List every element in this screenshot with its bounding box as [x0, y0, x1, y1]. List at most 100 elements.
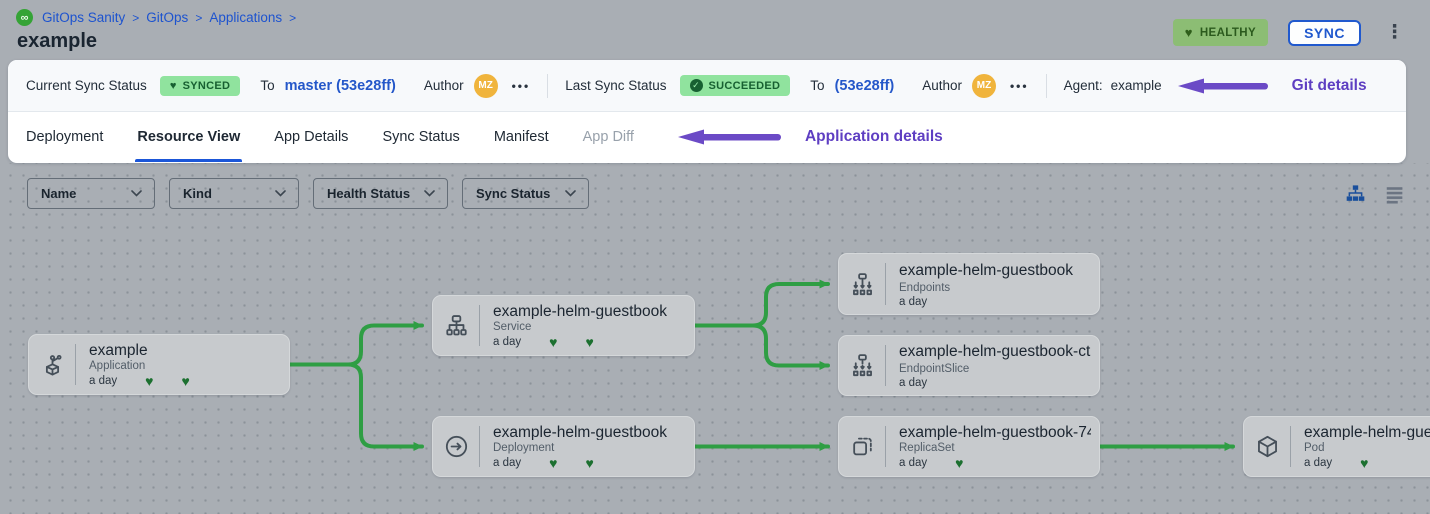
more-options-icon[interactable]: ••• [1009, 78, 1029, 93]
node-age: a day [899, 377, 928, 389]
node-divider [1290, 426, 1291, 467]
application-details-annotation: Application details [677, 128, 943, 146]
succeeded-badge-label: SUCCEEDED [708, 79, 781, 92]
tabs-bar: Deployment Resource View App Details Sync S… [8, 112, 1406, 162]
filter-dropdown-kind[interactable]: Kind [169, 178, 299, 209]
tree-view-icon[interactable] [1344, 183, 1367, 206]
endpointslice-icon [839, 336, 885, 395]
synced-badge: ♥ SYNCED [159, 75, 241, 96]
avatar: MZ [473, 73, 498, 98]
node-kind: Application [89, 360, 146, 372]
breadcrumb-separator: > [132, 10, 140, 25]
header-actions: ♥ HEALTHY SYNC ⋮ [1172, 19, 1408, 46]
agent-info: Agent: example [1064, 78, 1162, 93]
heart-icon: ♥ [181, 373, 190, 389]
node-divider [75, 344, 76, 385]
sync-button[interactable]: SYNC [1288, 19, 1361, 46]
node-age: a day [493, 336, 522, 348]
node-title: example-helm-guestbook-ct... [899, 343, 1091, 360]
service-icon [433, 296, 479, 355]
node-kind: ReplicaSet [899, 442, 955, 454]
filter-label: Health Status [327, 186, 411, 201]
last-revision-link[interactable]: (53e28ff) [834, 77, 895, 94]
heart-icon: ♥ [169, 79, 177, 92]
endpoints-icon [839, 254, 885, 314]
node-divider [885, 263, 886, 305]
chevron-down-icon [424, 190, 435, 197]
tab-sync-status[interactable]: Sync Status [382, 129, 460, 145]
node-title: example-helm-guestbook [899, 261, 1074, 279]
tab-app-details[interactable]: App Details [274, 129, 349, 145]
current-revision-link[interactable]: master (53e28ff) [284, 77, 396, 94]
node-title: example-helm-guestbook [493, 303, 668, 319]
filter-dropdown-name[interactable]: Name [27, 178, 155, 209]
kebab-menu-icon[interactable]: ⋮ [1385, 22, 1404, 43]
node-divider [885, 426, 886, 467]
resource-node-endpointslice[interactable]: example-helm-guestbook-ct... EndpointSlic… [838, 335, 1100, 396]
last-sync-status-label: Last Sync Status [565, 78, 667, 93]
sync-status-bar: Current Sync Status ♥ SYNCED To master (… [8, 60, 1406, 112]
application-details-label: Application details [804, 128, 943, 145]
tab-manifest[interactable]: Manifest [493, 129, 549, 145]
breadcrumb: ∞GitOps Sanity>GitOps>Applications> [16, 9, 296, 26]
tab-deployment[interactable]: Deployment [26, 129, 104, 145]
node-divider [885, 345, 886, 386]
node-title: example-helm-guest [1304, 424, 1430, 440]
node-title: example-helm-guestbook-74... [899, 424, 1091, 440]
filter-bar: Name Kind Health Status Sync Status [27, 178, 589, 209]
gitops-logo: ∞ [16, 9, 33, 26]
succeeded-badge: ✓ SUCCEEDED [679, 75, 791, 96]
tab-resource-view[interactable]: Resource View [135, 112, 243, 162]
heart-icon: ♥ [585, 334, 594, 350]
page-title: example [17, 30, 98, 52]
filter-dropdown-health-status[interactable]: Health Status [313, 178, 448, 209]
node-title: example [89, 342, 148, 358]
tab-app-diff[interactable]: App Diff [582, 129, 634, 145]
resource-node-pod[interactable]: example-helm-guestPoda day♥ [1243, 416, 1430, 477]
list-view-icon[interactable] [1384, 184, 1406, 206]
filter-label: Sync Status [476, 186, 551, 201]
heart-icon: ♥ [549, 455, 558, 471]
vertical-divider [1045, 73, 1047, 98]
breadcrumb-link[interactable]: GitOps Sanity [42, 10, 126, 25]
vertical-divider [547, 73, 549, 98]
heart-icon: ♥ [585, 455, 594, 471]
avatar: MZ [971, 73, 996, 98]
git-details-label: Git details [1291, 76, 1367, 94]
node-age: a day [493, 457, 522, 469]
agent-value: example [1110, 78, 1162, 93]
node-age: a day [899, 295, 928, 308]
arrow-left-icon [677, 129, 781, 145]
node-kind: EndpointSlice [899, 363, 970, 375]
to-label: To [260, 78, 275, 93]
current-sync-status-label: Current Sync Status [26, 78, 147, 93]
app-header-card: Current Sync Status ♥ SYNCED To master (… [8, 60, 1406, 163]
chevron-down-icon [275, 190, 286, 197]
heart-icon: ♥ [955, 455, 964, 471]
synced-badge-label: SYNCED [182, 79, 231, 92]
health-status-badge: ♥ HEALTHY [1172, 19, 1269, 46]
page-header: ∞GitOps Sanity>GitOps>Applications> exam… [0, 0, 1430, 60]
node-kind: Deployment [493, 442, 555, 454]
filter-dropdown-sync-status[interactable]: Sync Status [462, 178, 589, 209]
more-options-icon[interactable]: ••• [511, 78, 531, 93]
chevron-down-icon [565, 190, 576, 197]
resource-node-replicaset[interactable]: example-helm-guestbook-74... ReplicaSet a … [838, 416, 1100, 477]
node-kind: Service [493, 321, 532, 333]
node-age: a day [1304, 457, 1333, 469]
node-age: a day [89, 375, 118, 387]
node-age: a day [899, 457, 928, 469]
filter-label: Name [41, 186, 77, 201]
replicaset-icon [839, 417, 885, 476]
agent-label: Agent: [1063, 78, 1103, 93]
breadcrumb-link[interactable]: GitOps [146, 10, 189, 25]
node-divider [479, 426, 480, 467]
git-details-annotation: Git details [1177, 76, 1367, 95]
breadcrumb-link[interactable]: Applications [209, 10, 283, 25]
check-circle-icon: ✓ [689, 79, 703, 92]
